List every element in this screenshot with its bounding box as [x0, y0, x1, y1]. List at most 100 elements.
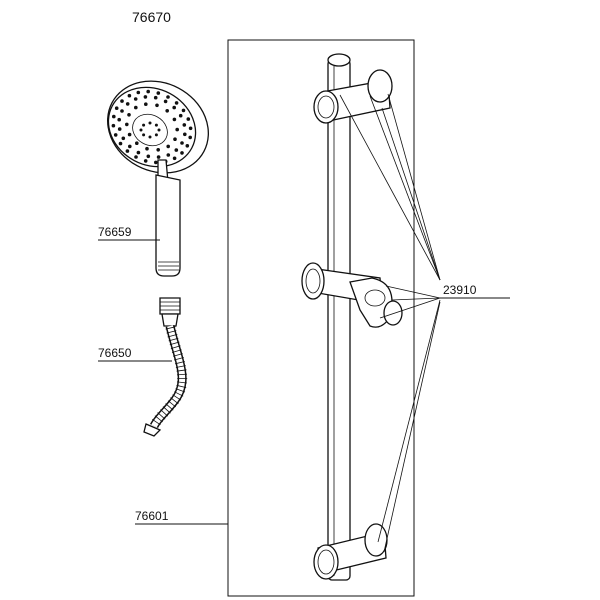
nozzle-dot: [166, 153, 171, 157]
nozzle-dot: [188, 135, 192, 140]
nozzle-dot: [113, 133, 118, 137]
nozzle-dot: [157, 128, 161, 132]
nozzle-dot: [178, 113, 183, 118]
slide-rail-icon: [301, 53, 403, 581]
hose-coil-ring: [170, 345, 181, 349]
nozzle-dot: [125, 122, 129, 127]
nozzle-dot: [172, 156, 177, 161]
nozzle-dot: [142, 133, 146, 137]
nozzle-dot: [135, 141, 139, 145]
hose-coil-ring: [157, 412, 166, 420]
leader-lines: [98, 93, 510, 553]
nozzle-dot: [134, 155, 138, 159]
nozzle-dot: [155, 103, 159, 108]
kit-number-label: 76670: [132, 9, 171, 25]
nozzle-dot: [156, 148, 160, 152]
nozzle-dot: [120, 99, 124, 103]
nozzle-dot: [114, 106, 119, 110]
nozzle-dot: [125, 149, 130, 153]
hose-coil-ring: [175, 361, 185, 365]
hose-coil-ring: [176, 373, 188, 376]
nozzle-dot: [117, 117, 121, 122]
nozzle-dot: [117, 127, 122, 131]
hose-coil-ring: [165, 326, 176, 330]
nozzle-dot: [128, 144, 132, 149]
nozzle-dot: [175, 127, 179, 132]
nozzle-dot: [165, 109, 169, 113]
nozzle-dot: [134, 105, 138, 110]
hand-shower-icon: [107, 80, 209, 277]
nozzle-dot: [146, 89, 150, 94]
nozzle-dot: [148, 135, 152, 139]
nozzle-dot: [112, 114, 116, 119]
nozzle-dot: [136, 150, 141, 155]
hose-coil-ring: [175, 388, 186, 393]
hose-label: 76650: [98, 346, 132, 360]
nozzle-dot: [118, 141, 123, 146]
nozzle-dot: [185, 144, 190, 148]
hose-coil-ring: [169, 341, 180, 346]
nozzle-dot: [146, 154, 151, 159]
hose-coil-ring: [162, 406, 171, 414]
nozzle-dot: [182, 123, 187, 127]
nozzle-dot: [127, 93, 132, 98]
hose-coil-ring: [170, 397, 179, 405]
nozzle-dot: [136, 90, 141, 95]
nozzle-dot: [142, 123, 146, 127]
nozzle-dot: [180, 151, 184, 155]
nozzle-dot: [120, 109, 124, 113]
hose-coil-ring: [154, 415, 163, 423]
nozzle-dot: [186, 117, 191, 121]
nozzle-dot: [125, 102, 130, 106]
hose-coil-ring: [172, 353, 183, 357]
nozzle-dot: [181, 108, 186, 113]
nozzle-dot: [156, 155, 161, 159]
nozzle-dot: [143, 159, 148, 163]
nozzle-dot: [163, 99, 168, 104]
nozzle-dot: [156, 91, 161, 95]
hose-coil-ring: [167, 334, 178, 338]
brackets-label: 23910: [443, 283, 477, 297]
nozzle-dots: [111, 89, 193, 165]
hose-coil-ring: [171, 349, 182, 353]
nozzle-dot: [148, 121, 152, 125]
hose-coil-ring: [166, 330, 177, 334]
nozzle-dot: [166, 144, 170, 149]
nozzle-dot: [145, 146, 149, 151]
hose-coil-ring: [172, 394, 182, 401]
nozzle-dot: [143, 95, 148, 99]
hose-coil-ring: [167, 400, 177, 408]
hose-coil-ring: [151, 418, 161, 426]
hose-coil-ring: [168, 337, 179, 342]
nozzle-dot: [111, 123, 116, 128]
nozzle-dot: [188, 126, 193, 131]
hose-coil-ring: [165, 403, 174, 411]
nozzle-dot: [174, 148, 179, 152]
nozzle-dot: [139, 128, 143, 132]
hose-coil-ring: [160, 409, 169, 417]
nozzle-dot: [174, 101, 179, 105]
nozzle-dot: [166, 95, 170, 99]
hose-coil-ring: [176, 381, 187, 384]
nozzle-dot: [172, 117, 177, 122]
nozzle-dot: [154, 160, 158, 165]
hose-coil-ring: [174, 391, 184, 397]
hose-coil-ring: [176, 369, 187, 372]
rail-label: 76601: [135, 509, 169, 523]
hose-coil-ring: [174, 357, 184, 361]
nozzle-dot: [172, 105, 176, 110]
hose-coil-rings: [151, 326, 188, 426]
nozzle-dot: [154, 123, 158, 127]
nozzle-dot: [153, 95, 158, 100]
hose-coil-ring: [176, 384, 187, 388]
hose-icon: [143, 297, 188, 437]
rail-frame: [227, 39, 415, 597]
nozzle-dot: [127, 132, 132, 137]
hand-shower-label: 76659: [98, 225, 132, 239]
nozzle-dot: [154, 133, 158, 137]
nozzle-dot: [144, 102, 148, 106]
nozzle-dot: [127, 113, 131, 117]
nozzle-dot: [183, 132, 187, 137]
hose-coil-ring: [175, 365, 186, 368]
